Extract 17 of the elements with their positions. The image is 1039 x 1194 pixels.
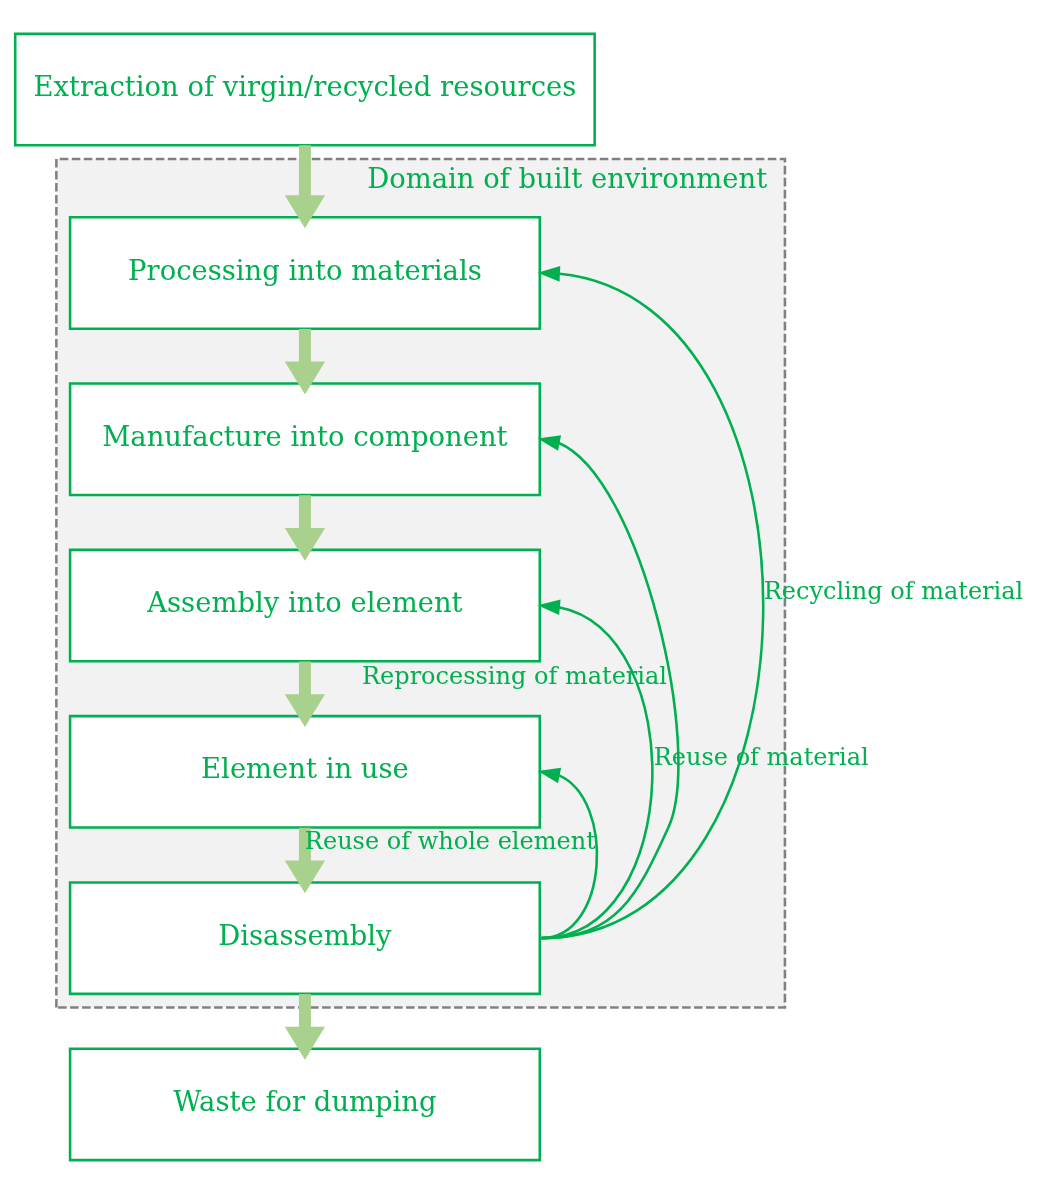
arrow — [284, 328, 326, 395]
arrow — [537, 599, 654, 940]
arrow — [284, 495, 326, 561]
node-box: Assembly into element — [68, 548, 542, 663]
edge-label: Recycling of material — [763, 576, 1024, 605]
arrow — [284, 994, 326, 1060]
arrow — [537, 435, 680, 940]
node-box: Disassembly — [68, 881, 542, 996]
arrow — [284, 145, 326, 229]
node-box: Element in use — [68, 714, 542, 829]
node-box: Manufacture into component — [68, 382, 542, 497]
node-box: Processing into materials — [68, 216, 542, 330]
node-box: Waste for dumping — [68, 1047, 542, 1162]
arrow — [537, 266, 765, 940]
node-box: Extraction of virgin/recycled resources — [13, 32, 596, 147]
arrow — [284, 661, 326, 728]
arrow — [284, 827, 326, 894]
